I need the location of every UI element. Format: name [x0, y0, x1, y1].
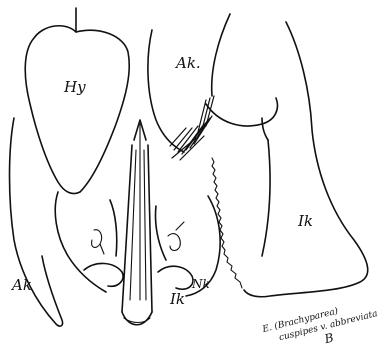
caption: E. (Brachyparea) cuspipes v. abbreviata …	[260, 296, 380, 352]
upper-appendage-outline	[148, 30, 184, 152]
label-nk: Nk	[191, 277, 210, 291]
left-inner-lobe	[55, 192, 123, 292]
label-ik-bottom: Ik	[169, 290, 185, 308]
label-ak-top: Ak.	[174, 54, 201, 72]
right-inner-lobe	[155, 196, 220, 296]
label-hy: Hy	[63, 78, 86, 96]
caption-line-3: B	[322, 330, 335, 346]
label-ik-right: Ik	[297, 212, 313, 230]
left-appendage-outline	[10, 118, 63, 326]
central-rod	[122, 120, 152, 325]
hypandrium-outline	[25, 8, 129, 194]
right-appendage-outline	[206, 14, 368, 297]
label-ak-left: Ak	[10, 276, 32, 294]
